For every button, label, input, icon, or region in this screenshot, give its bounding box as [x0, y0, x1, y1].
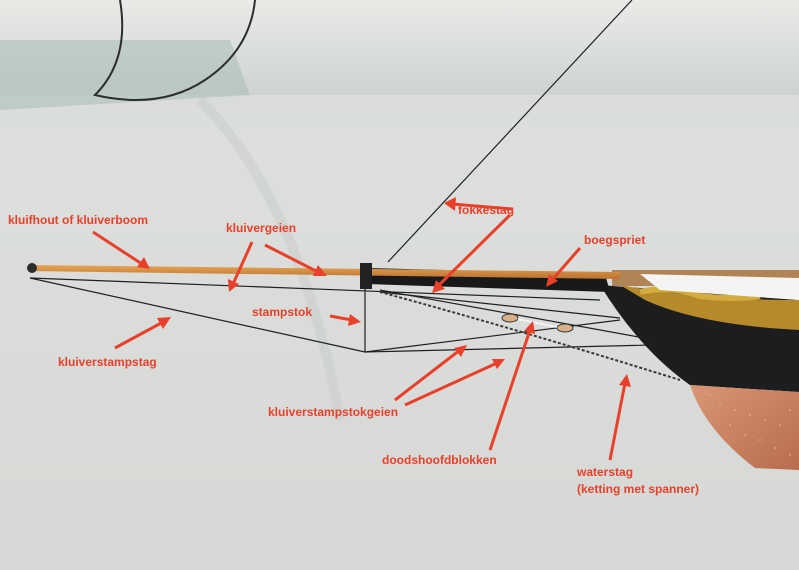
copper-rivets — [709, 394, 791, 456]
reflection — [196, 96, 345, 421]
label-waterstag-detail: (ketting met spanner) — [577, 482, 700, 496]
label-fokkestag: fokkestag — [458, 203, 515, 217]
gold-scroll — [639, 286, 761, 301]
label-kluivergeien: kluivergeien — [226, 221, 297, 235]
label-waterstag: waterstag — [577, 465, 634, 479]
green-net — [0, 40, 250, 110]
cap — [360, 263, 372, 289]
label-stampstok: stampstok — [252, 305, 313, 319]
gold-figurehead-trim — [620, 285, 799, 330]
label-boegspriet: boegspriet — [584, 233, 646, 247]
cable — [93, 0, 256, 101]
annotation-arrows — [92, 197, 631, 461]
deadeye-blocks — [501, 313, 574, 333]
copper-hull — [690, 385, 799, 470]
deck — [640, 274, 799, 300]
label-kluiverstampstag: kluiverstampstag — [58, 355, 157, 369]
water-stay-chain — [379, 291, 681, 381]
boom-tip — [27, 263, 37, 273]
rigging — [29, 0, 656, 353]
label-kluifhout: kluifhout of kluiverboom — [8, 213, 148, 227]
label-kluiverstampstokgeien: kluiverstampstokgeien — [268, 405, 399, 419]
label-doodshoofdblokken: doodshoofdblokken — [382, 453, 497, 467]
jib-boom — [28, 265, 620, 279]
